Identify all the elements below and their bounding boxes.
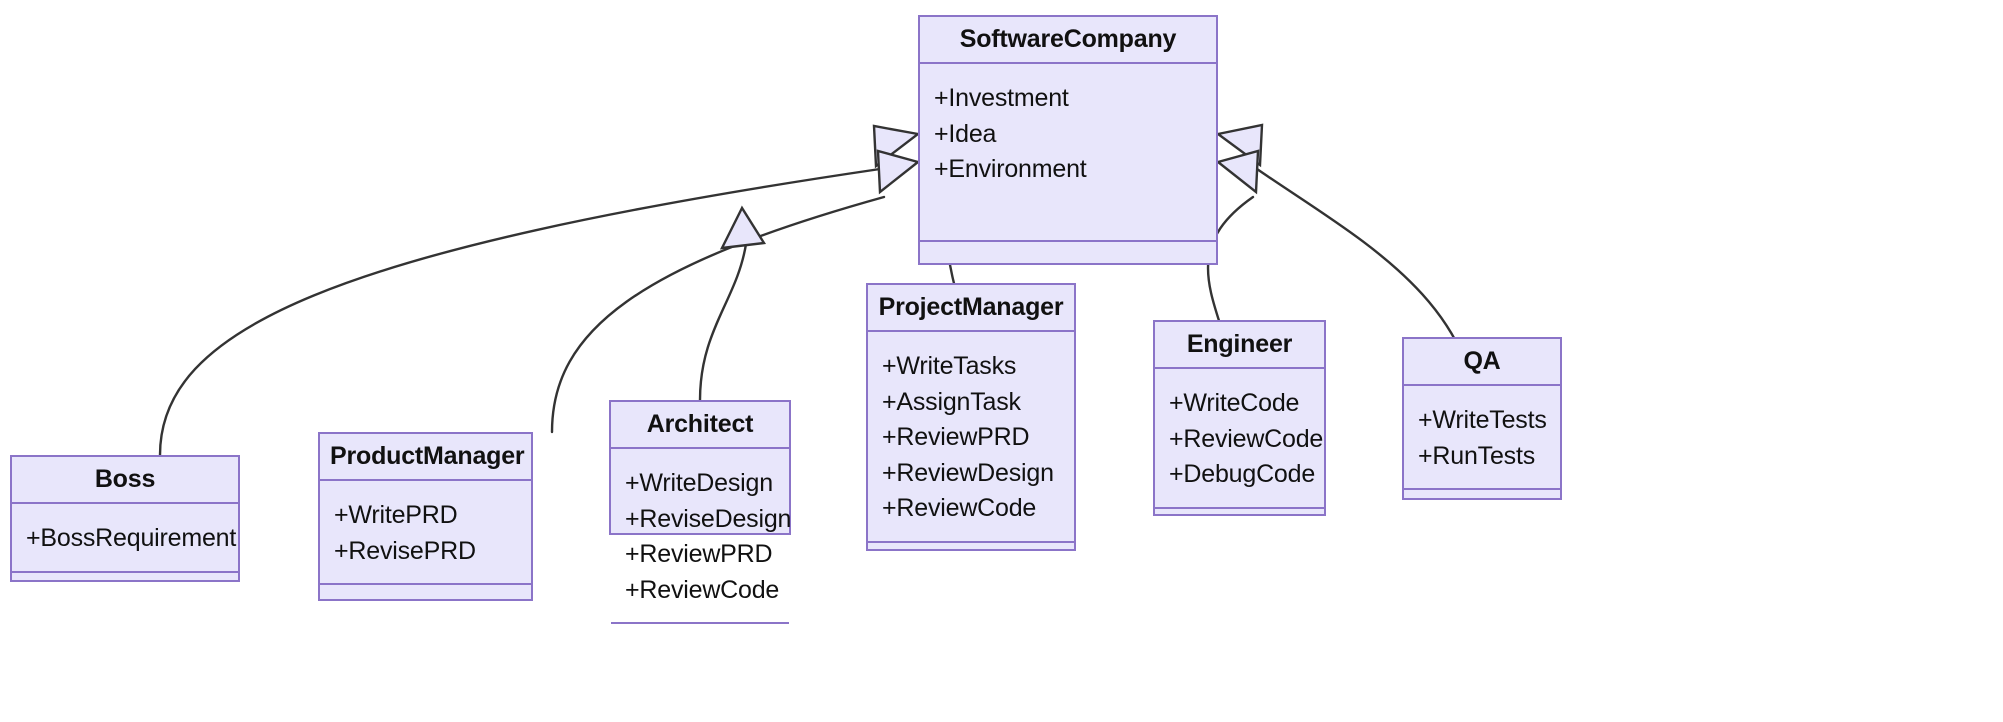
attribute-row: +DebugCode (1169, 460, 1316, 489)
class-node-softwarecompany[interactable]: SoftwareCompany +Investment +Idea +Envir… (918, 15, 1218, 265)
attribute-row: +ReviewCode (625, 575, 780, 604)
attribute-row: +ReviewDesign (882, 458, 1054, 487)
class-attributes-productmanager: +WritePRD +RevisePRD (320, 481, 531, 586)
class-node-qa[interactable]: QA +WriteTests +RunTests (1402, 337, 1562, 500)
class-methods-softwarecompany (920, 242, 1216, 263)
attribute-row: +WriteTests (1418, 406, 1547, 435)
attribute-row: +Environment (934, 155, 1087, 184)
attribute-row: +WriteCode (1169, 389, 1300, 418)
attribute-row: +RunTests (1418, 441, 1536, 470)
class-methods-boss (12, 573, 238, 580)
attribute-row: +ReviewPRD (625, 540, 773, 569)
class-node-engineer[interactable]: Engineer +WriteCode +ReviewCode +DebugCo… (1153, 320, 1326, 516)
class-attributes-projectmanager: +WriteTasks +AssignTask +ReviewPRD +Revi… (868, 332, 1074, 543)
class-node-projectmanager[interactable]: ProjectManager +WriteTasks +AssignTask +… (866, 283, 1076, 551)
class-attributes-engineer: +WriteCode +ReviewCode +DebugCode (1155, 369, 1324, 509)
class-title-architect: Architect (611, 402, 789, 450)
class-attributes-qa: +WriteTests +RunTests (1404, 386, 1560, 491)
class-title-engineer: Engineer (1155, 322, 1324, 370)
class-title-softwarecompany: SoftwareCompany (920, 17, 1216, 65)
attribute-row: +BossRequirement (26, 524, 237, 553)
class-node-boss[interactable]: Boss +BossRequirement (10, 455, 240, 582)
class-title-productmanager: ProductManager (320, 434, 531, 482)
arrowhead-generalization-engineer (1215, 149, 1260, 195)
attribute-row: +ReviseDesign (625, 504, 792, 533)
class-node-architect[interactable]: Architect +WriteDesign +ReviseDesign +Re… (609, 400, 791, 625)
arrowhead-generalization-qa (1215, 123, 1264, 168)
class-methods-qa (1404, 490, 1560, 498)
class-methods-productmanager (320, 585, 531, 599)
class-title-boss: Boss (12, 457, 238, 505)
attribute-row: +ReviewPRD (882, 423, 1030, 452)
class-methods-engineer (1155, 509, 1324, 514)
attribute-row: +WritePRD (334, 501, 458, 530)
class-title-projectmanager: ProjectManager (868, 285, 1074, 333)
attribute-row: +ReviewCode (1169, 424, 1324, 453)
class-attributes-architect: +WriteDesign +ReviseDesign +ReviewPRD +R… (611, 449, 792, 625)
attribute-row: +WriteDesign (625, 469, 773, 498)
class-attributes-softwarecompany: +Investment +Idea +Environment (920, 64, 1216, 242)
edge-productmanager-to-softwarecompany (550, 195, 886, 434)
arrowhead-generalization-productmanager (876, 149, 921, 195)
edge-architect-to-softwarecompany (698, 242, 748, 402)
class-node-productmanager[interactable]: ProductManager +WritePRD +RevisePRD (318, 432, 533, 601)
class-title-qa: QA (1404, 339, 1560, 387)
class-attributes-boss: +BossRequirement (12, 504, 238, 573)
attribute-row: +RevisePRD (334, 536, 476, 565)
attribute-row: +Investment (934, 84, 1069, 113)
arrowhead-generalization-boss (872, 124, 921, 169)
class-methods-projectmanager (868, 543, 1074, 549)
arrowhead-generalization-architect (719, 205, 767, 250)
attribute-row: +ReviewCode (882, 494, 1037, 523)
attribute-row: +Idea (934, 119, 997, 148)
attribute-row: +WriteTasks (882, 352, 1017, 381)
attribute-row: +AssignTask (882, 387, 1021, 416)
